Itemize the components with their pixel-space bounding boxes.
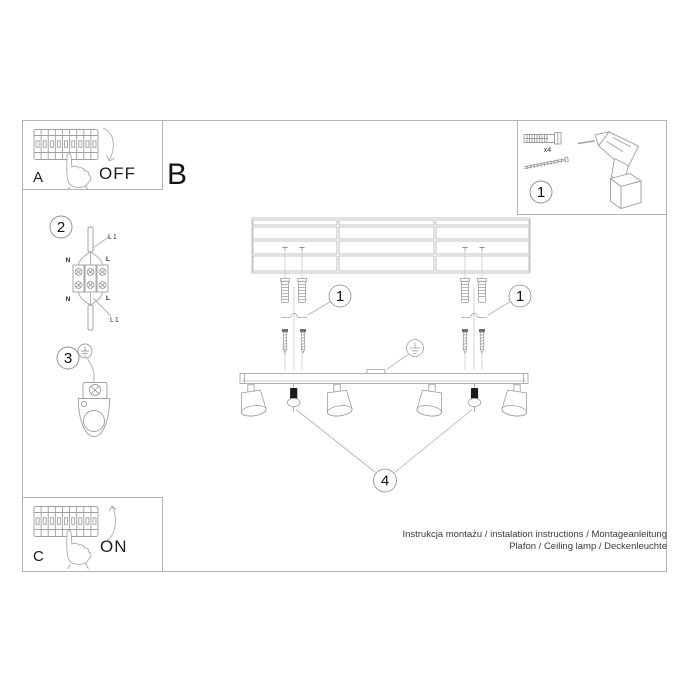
- spotlight: [240, 383, 267, 417]
- on-label: ON: [100, 537, 128, 556]
- off-label: OFF: [99, 164, 136, 183]
- l1-bottom-leader: [92, 297, 112, 317]
- step-1-tools-box: x4 1: [517, 120, 667, 215]
- step-3-badge: [56, 346, 80, 370]
- step-a-label: A: [33, 169, 44, 186]
- screw-leader-left: [295, 409, 376, 473]
- wires-bottom: [78, 291, 103, 306]
- l1-top-label: L1: [108, 234, 118, 241]
- section-b-label: B: [167, 158, 188, 191]
- tools-illustration: x4 1: [523, 131, 643, 210]
- ground-terminal: [82, 382, 108, 399]
- anchor-step-badge-right: [508, 284, 532, 308]
- wall-plug-icon: [523, 132, 562, 145]
- mounting-brackets: [281, 313, 487, 318]
- step-c-power-on-box: C ON: [22, 497, 163, 572]
- earth-leader: [386, 353, 410, 370]
- n-top-label: N: [66, 257, 71, 264]
- anchor-screws: [282, 329, 485, 354]
- mounting-screw-icon: [523, 156, 569, 170]
- anchor-step-number-left: 1: [336, 288, 344, 305]
- n-bottom-label: N: [66, 296, 71, 303]
- guide-lines: [284, 250, 483, 370]
- drill-icon: [577, 131, 643, 210]
- breaker-panel-icon: [33, 129, 99, 160]
- l-bottom-label: L: [106, 295, 110, 302]
- step-3-number: 3: [64, 350, 72, 367]
- step-a-power-off-box: A OFF: [22, 120, 163, 190]
- footer-line-2: Plafon / Ceiling lamp / Deckenleuchte: [509, 541, 667, 552]
- step-c-label: C: [33, 548, 44, 565]
- l1-bottom-label: L1: [110, 317, 120, 324]
- plug-quantity-label: x4: [544, 147, 552, 154]
- spotlight: [501, 383, 528, 417]
- pointing-hand-icon: [66, 153, 92, 189]
- spotlight: [326, 383, 353, 417]
- step-2-number: 2: [57, 219, 65, 236]
- anchor-leader-left: [307, 301, 331, 316]
- arrow-up-icon: [106, 505, 117, 541]
- step-2-badge: [49, 215, 73, 239]
- screw-step-badge: [373, 468, 397, 493]
- assembly-diagram: 1 1 4: [239, 217, 532, 493]
- arrow-down-icon: [102, 127, 115, 162]
- earth-symbol-icon: [406, 339, 424, 357]
- step-1-badge: [529, 180, 553, 204]
- cable-bottom: [87, 304, 94, 331]
- ceiling-panel: [251, 217, 531, 274]
- anchor-step-number-right: 1: [516, 288, 524, 305]
- screw-step-number: 4: [381, 473, 389, 490]
- ground-wire: [87, 358, 95, 383]
- canopy-bracket: [78, 398, 110, 437]
- step-1-number: 1: [537, 184, 545, 201]
- cable-top: [87, 226, 94, 253]
- grounding-diagram: 3: [56, 343, 110, 437]
- wiring-diagram: 2 L1 L1 N L N L: [49, 215, 120, 331]
- pointing-hand-icon: [66, 530, 92, 570]
- l-top-label: L: [106, 256, 110, 263]
- fixing-screw-left: [287, 383, 301, 412]
- spotlight: [416, 383, 443, 417]
- wires-top: [78, 251, 103, 266]
- breaker-panel-off-illustration: [33, 127, 115, 189]
- breaker-panel-icon: [33, 506, 99, 537]
- anchor-step-badge-left: [328, 284, 352, 308]
- footer-text: Instrukcja montażu / instalation instruc…: [250, 529, 667, 553]
- earth-wire-hook: [366, 369, 386, 374]
- wall-plugs: [280, 278, 487, 303]
- lamp-rail: [239, 373, 529, 384]
- breaker-panel-on-illustration: [33, 505, 117, 570]
- drill-marks: [282, 246, 485, 250]
- earth-symbol-icon: [77, 343, 93, 359]
- footer-line-1: Instrukcja montażu / instalation instruc…: [402, 529, 667, 540]
- anchor-leader-right: [487, 301, 511, 316]
- terminal-block: [72, 264, 109, 293]
- fixing-screw-right: [467, 383, 482, 412]
- l1-top-leader: [92, 235, 111, 249]
- screw-leader-right: [394, 409, 473, 473]
